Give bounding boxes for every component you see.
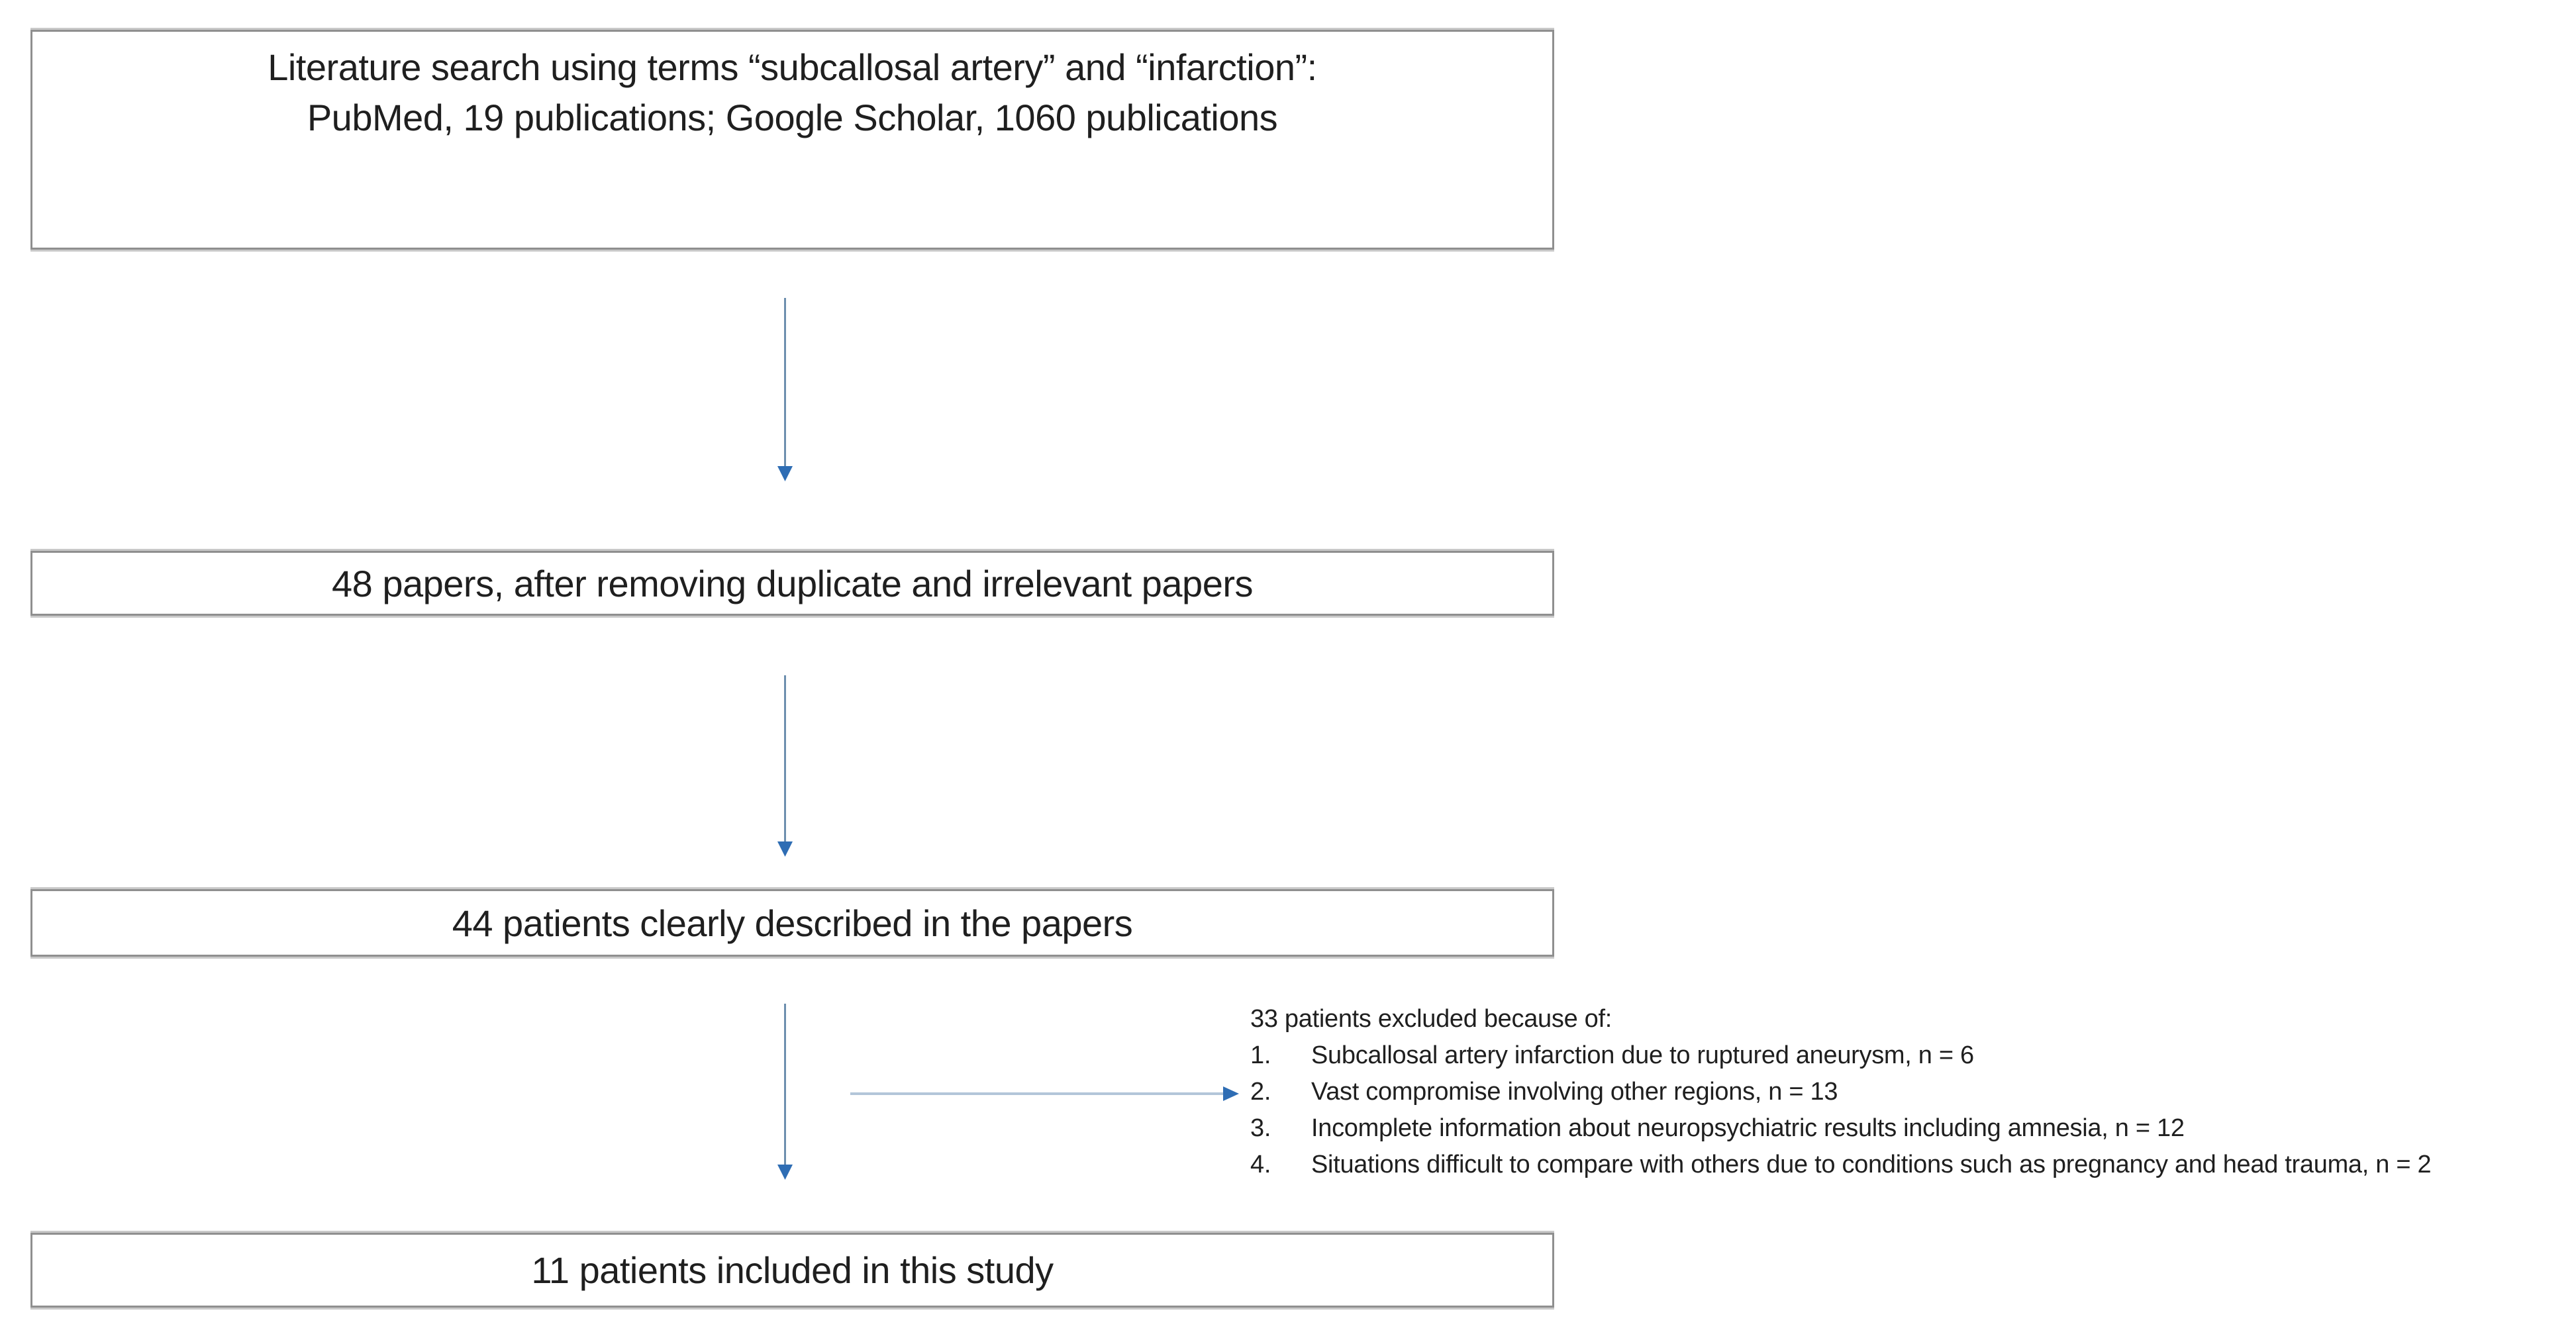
exclusion-item-text: Situations difficult to compare with oth… <box>1311 1151 2432 1178</box>
down-arrow-3-icon <box>777 1004 793 1180</box>
exclusion-item-text: Incomplete information about neuropsychi… <box>1311 1114 2185 1142</box>
box-literature-search-line-1: Literature search using terms “subcallos… <box>268 46 1317 88</box>
right-arrow-exclusions-icon <box>850 1086 1239 1101</box>
box-literature-search: Literature search using terms “subcallos… <box>30 30 1554 250</box>
box-literature-search-line-2: PubMed, 19 publications; Google Scholar,… <box>307 97 1278 138</box>
exclusion-item: 2. Vast compromise involving other regio… <box>1250 1074 2571 1110</box>
box-patients-included-label: 11 patients included in this study <box>531 1249 1054 1291</box>
box-patients-described-label: 44 patients clearly described in the pap… <box>452 902 1133 944</box>
exclusion-item-number: 4. <box>1250 1151 1271 1178</box>
box-papers-after-dedup: 48 papers, after removing duplicate and … <box>30 551 1554 616</box>
arrow-head <box>1223 1086 1239 1101</box>
exclusion-item: 4. Situations difficult to compare with … <box>1250 1147 2571 1183</box>
exclusion-heading: 33 patients excluded because of: <box>1250 1005 1612 1033</box>
box-papers-after-dedup-label: 48 papers, after removing duplicate and … <box>332 562 1254 604</box>
arrow-head <box>777 1165 793 1180</box>
box-patients-described: 44 patients clearly described in the pap… <box>30 889 1554 957</box>
exclusion-item-number: 1. <box>1250 1041 1271 1069</box>
exclusion-item-number: 2. <box>1250 1078 1271 1106</box>
exclusion-item-text: Subcallosal artery infarction due to rup… <box>1311 1041 1974 1069</box>
down-arrow-2-icon <box>777 675 793 857</box>
exclusion-item-text: Vast compromise involving other regions,… <box>1311 1078 1838 1106</box>
exclusion-list: 33 patients excluded because of: 1. Subc… <box>1250 1001 2571 1183</box>
exclusion-item: 1. Subcallosal artery infarction due to … <box>1250 1037 2571 1074</box>
exclusion-item: 3. Incomplete information about neuropsy… <box>1250 1110 2571 1147</box>
down-arrow-1-icon <box>777 298 793 481</box>
arrow-head <box>777 466 793 481</box>
box-patients-included: 11 patients included in this study <box>30 1233 1554 1308</box>
arrow-head <box>777 841 793 857</box>
exclusion-item-number: 3. <box>1250 1114 1271 1142</box>
